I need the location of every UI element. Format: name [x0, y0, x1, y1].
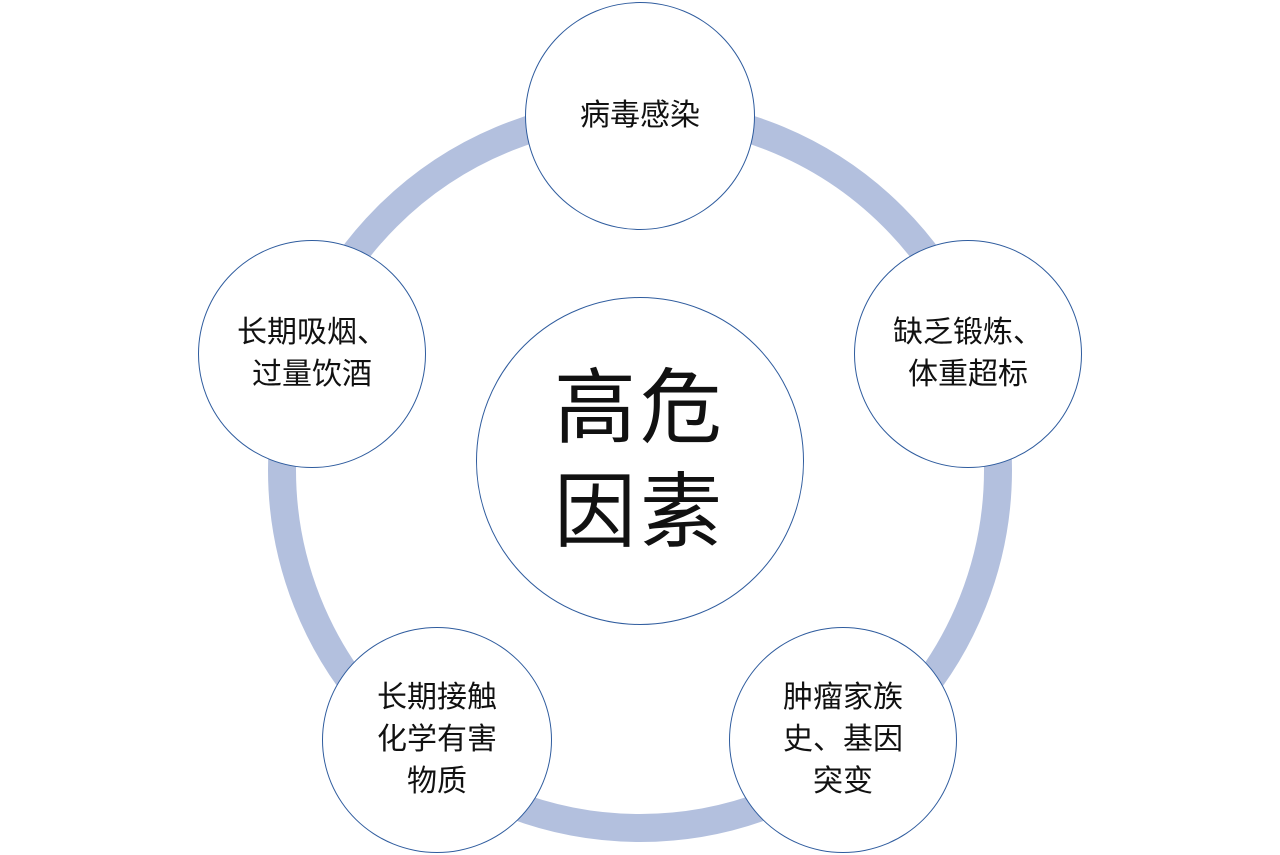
factor-label-line: 物质	[407, 764, 467, 799]
factor-label-line: 长期吸烟、	[237, 315, 387, 350]
factor-node-lack-of-exercise: 缺乏锻炼、 体重超标	[854, 240, 1082, 468]
factor-label-line: 体重超标	[908, 357, 1028, 392]
center-label-line: 因素	[553, 465, 726, 560]
factor-label-line: 肿瘤家族	[783, 680, 903, 715]
center-label: 高危 因素	[554, 357, 726, 565]
factor-label-line: 过量饮酒	[252, 357, 372, 392]
factor-label: 病毒感染	[580, 95, 700, 137]
factor-node-chemical-exposure: 长期接触 化学有害 物质	[322, 627, 552, 853]
factor-label: 长期吸烟、 过量饮酒	[237, 312, 387, 396]
factor-label: 缺乏锻炼、 体重超标	[893, 312, 1043, 396]
factor-label-line: 化学有害	[377, 722, 497, 757]
factor-node-family-history: 肿瘤家族 史、基因 突变	[729, 627, 957, 853]
factor-label: 长期接触 化学有害 物质	[377, 677, 497, 803]
center-label-line: 高危	[553, 361, 726, 456]
factor-label-line: 长期接触	[377, 680, 497, 715]
factor-label: 肿瘤家族 史、基因 突变	[783, 677, 903, 803]
factor-label-line: 病毒感染	[580, 98, 700, 133]
factor-node-smoking-drinking: 长期吸烟、 过量饮酒	[198, 240, 426, 468]
factor-label-line: 史、基因	[783, 722, 903, 757]
center-node-high-risk-factors: 高危 因素	[476, 297, 804, 625]
factor-node-virus-infection: 病毒感染	[525, 2, 755, 230]
factor-label-line: 缺乏锻炼、	[893, 315, 1043, 350]
factor-label-line: 突变	[813, 764, 873, 799]
